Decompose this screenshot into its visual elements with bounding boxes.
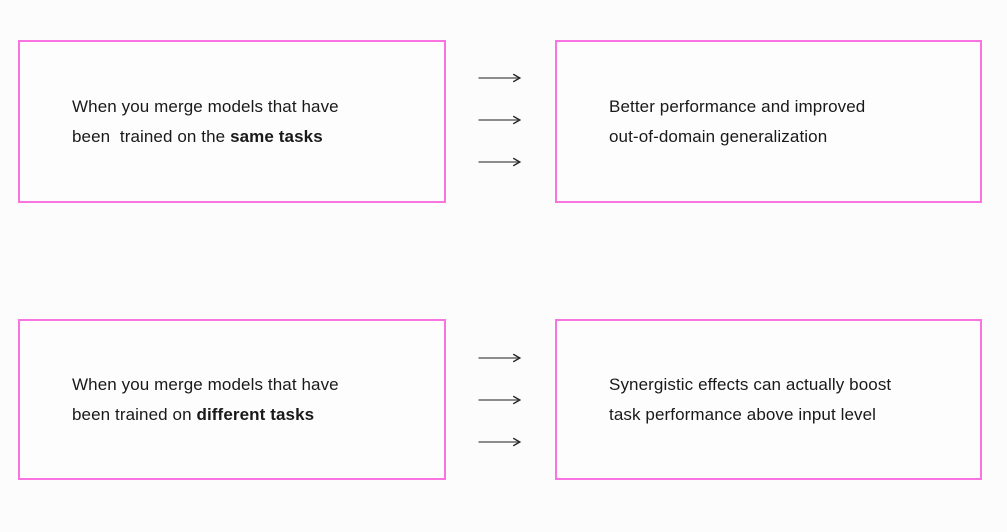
right-arrow-icon [478, 395, 522, 405]
box-merge-same-tasks: When you merge models that have been tra… [18, 40, 446, 203]
box-text-line: out-of-domain generalization [609, 122, 956, 152]
box-text-line: been trained on the same tasks [72, 122, 420, 152]
text-segment: out-of-domain generalization [609, 126, 828, 146]
text-segment: When you merge models that have [72, 96, 339, 116]
box-text-line: When you merge models that have [72, 92, 420, 122]
box-text-line: task performance above input level [609, 400, 956, 430]
box-merge-different-tasks: When you merge models that have been tra… [18, 319, 446, 480]
text-segment: been trained on the [72, 126, 231, 146]
text-segment: been trained on [72, 404, 197, 424]
box-text-line: been trained on different tasks [72, 400, 420, 430]
box-better-performance: Better performance and improved out-of-d… [555, 40, 982, 203]
right-arrow-icon [478, 437, 522, 447]
box-text-line: When you merge models that have [72, 370, 420, 400]
text-segment: task performance above input level [609, 404, 877, 424]
box-synergistic-effects: Synergistic effects can actually boost t… [555, 319, 982, 480]
right-arrow-icon [478, 353, 522, 363]
text-segment: Better performance and improved [609, 96, 866, 116]
text-segment-bold: different tasks [196, 404, 315, 424]
right-arrow-icon [478, 73, 522, 83]
text-segment: Synergistic effects can actually boost [609, 374, 892, 394]
right-arrow-icon [478, 157, 522, 167]
arrow-group-bottom [478, 352, 524, 448]
text-segment: When you merge models that have [72, 374, 339, 394]
text-segment-bold: same tasks [230, 126, 323, 146]
box-text-line: Synergistic effects can actually boost [609, 370, 956, 400]
box-text-line: Better performance and improved [609, 92, 956, 122]
arrow-group-top [478, 72, 524, 168]
right-arrow-icon [478, 115, 522, 125]
